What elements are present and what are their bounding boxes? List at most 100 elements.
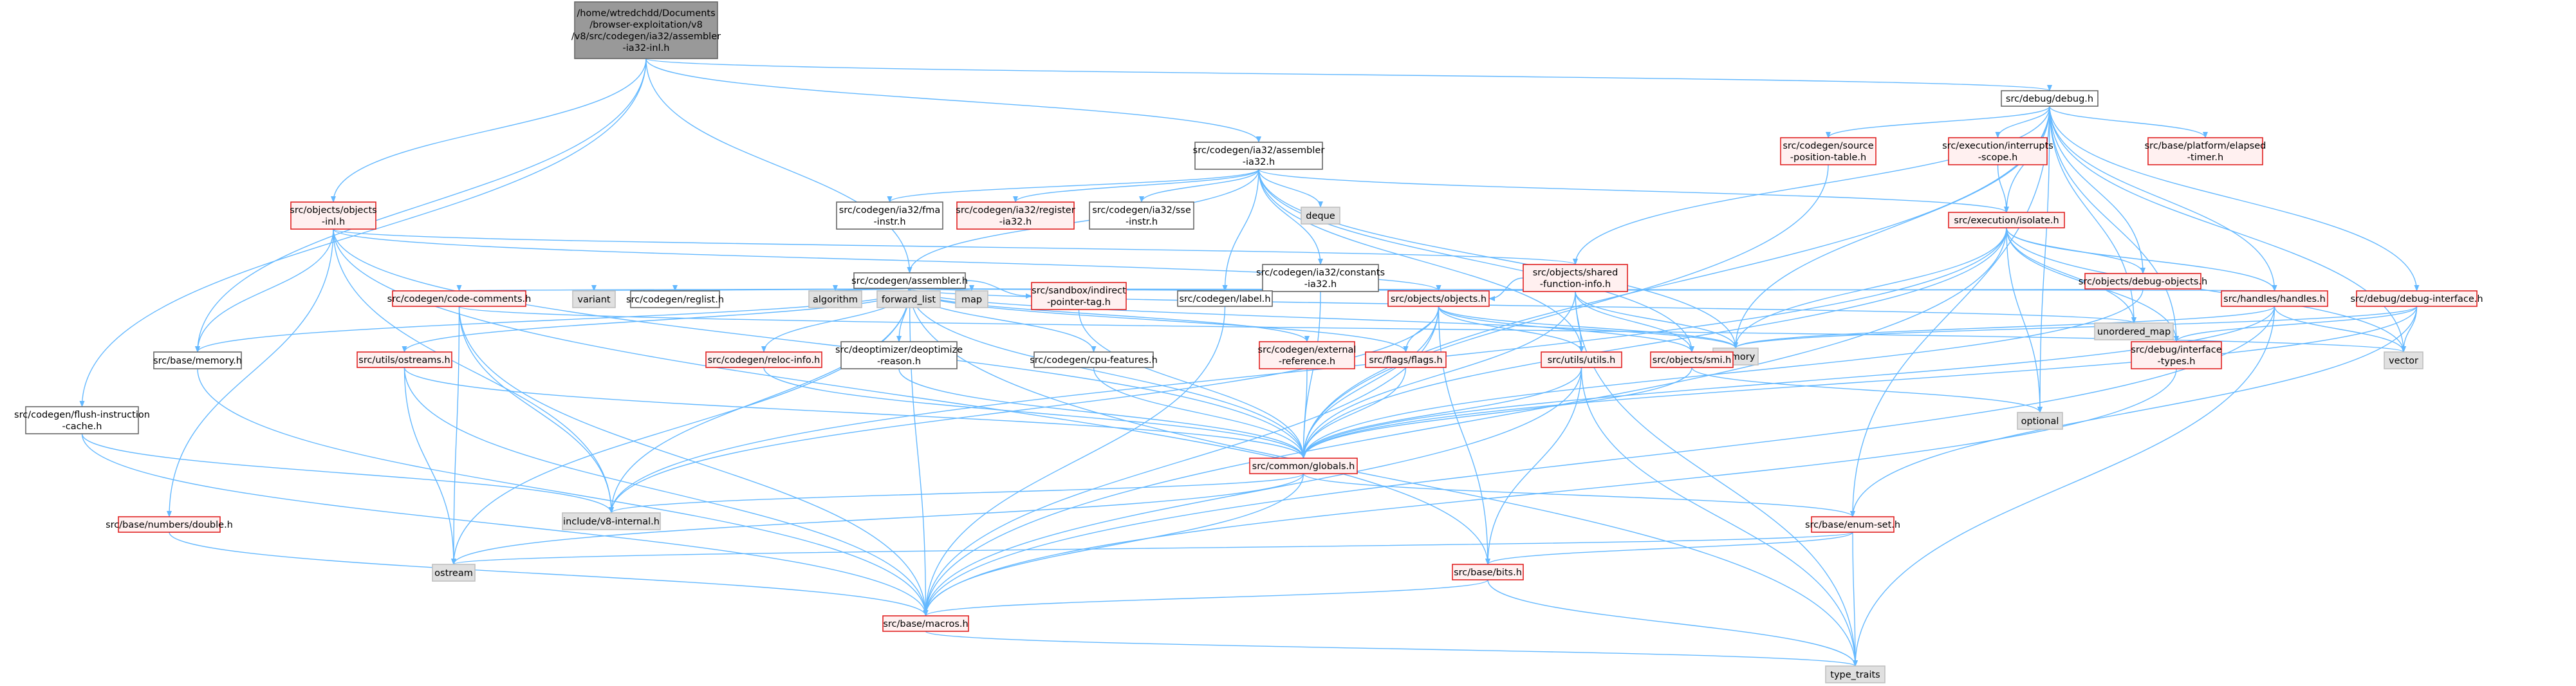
node-root[interactable]: /home/wtredchdd/Documents/browser-exploi…: [571, 1, 721, 59]
node-base-memory[interactable]: src/base/memory.h: [153, 351, 242, 369]
node-sse[interactable]: src/codegen/ia32/sse-instr.h: [1089, 201, 1194, 230]
edge-debug-to-enumset: [1850, 106, 2050, 517]
node-label: src/debug/debug.h: [2006, 94, 2093, 104]
edge-extref-to-globals: [1301, 368, 1308, 459]
node-flags[interactable]: src/flags/flags.h: [1365, 351, 1447, 368]
edge-interrupts-to-isolate: [1997, 164, 2009, 213]
node-label: -ia32.h: [999, 217, 1032, 227]
edge-deopt-to-globals: [898, 368, 1306, 459]
dependency-edges: [79, 58, 2420, 667]
node-label: src/objects/objects.h: [1391, 294, 1487, 304]
edge-globals-to-macros: [923, 473, 1304, 616]
node-unordered-map[interactable]: unordered_map: [2094, 322, 2174, 340]
node-box: [1365, 351, 1447, 368]
node-obj-inl[interactable]: src/objects/objects-inl.h: [290, 201, 377, 230]
node-smi[interactable]: src/objects/smi.h: [1650, 351, 1734, 368]
node-reg-ia32[interactable]: src/codegen/ia32/register-ia32.h: [956, 201, 1075, 230]
node-interrupts[interactable]: src/execution/interrupts-scope.h: [1942, 137, 2053, 165]
node-const-ia32[interactable]: src/codegen/ia32/constants-ia32.h: [1256, 264, 1385, 292]
node-ostream[interactable]: ostream: [432, 564, 476, 582]
edge-flags-to-globals: [1301, 367, 1407, 459]
edge-handles-to-vector: [2274, 306, 2406, 353]
node-optional[interactable]: optional: [2017, 412, 2063, 430]
node-asm-ia32[interactable]: src/codegen/ia32/assembler-ia32.h: [1193, 142, 1325, 170]
node-sfi[interactable]: src/objects/shared-function-info.h: [1523, 264, 1628, 292]
node-label: src/base/macros.h: [883, 619, 968, 629]
edge-bits-to-macros: [923, 579, 1488, 616]
edge-obj_inl-to-double: [167, 228, 334, 517]
node-objects[interactable]: src/objects/objects.h: [1387, 290, 1490, 307]
node-label: /home/wtredchdd/Documents: [577, 8, 715, 19]
edge-objects-to-macros: [923, 306, 1440, 616]
node-box: [1452, 564, 1524, 580]
node-debug-obj[interactable]: src/objects/debug-objects.h: [2079, 273, 2207, 290]
node-ostreams[interactable]: src/utils/ostreams.h: [357, 351, 452, 368]
node-map[interactable]: map: [955, 290, 988, 308]
node-macros[interactable]: src/base/macros.h: [882, 615, 969, 632]
node-label: src/utils/utils.h: [1548, 355, 1616, 366]
node-enumset[interactable]: src/base/enum-set.h: [1805, 516, 1900, 533]
node-reglist[interactable]: src/codegen/reglist.h: [626, 290, 724, 308]
node-label: src/codegen/source: [1783, 141, 1873, 151]
node-label[interactable]: src/codegen/label.h: [1177, 290, 1273, 307]
node-src-pos[interactable]: src/codegen/source-position-table.h: [1780, 137, 1876, 165]
node-assembler[interactable]: src/codegen/assembler.h: [851, 272, 968, 289]
node-type-traits[interactable]: type_traits: [1825, 665, 1886, 683]
node-debug[interactable]: src/debug/debug.h: [2001, 90, 2099, 107]
edge-isolate-to-v8internal: [609, 227, 2007, 514]
node-fma[interactable]: src/codegen/ia32/fma-instr.h: [836, 201, 943, 230]
edge-const_ia32-to-globals: [1301, 291, 1321, 459]
edge-objects-to-memory: [1438, 306, 1738, 349]
node-box: [840, 341, 958, 369]
node-label: map: [961, 295, 982, 305]
node-elapsed[interactable]: src/base/platform/elapsed-timer.h: [2145, 137, 2266, 165]
edge-root-to-obj_inl: [331, 58, 647, 203]
node-double[interactable]: src/base/numbers/double.h: [106, 516, 233, 533]
node-box: [2384, 351, 2423, 369]
node-label: deque: [1306, 211, 1335, 221]
node-cpu[interactable]: src/codegen/cpu-features.h: [1030, 351, 1158, 368]
node-variant[interactable]: variant: [572, 290, 616, 308]
node-box: [2017, 412, 2063, 430]
edge-utils-to-globals: [1301, 367, 1582, 459]
edge-ostreams-to-globals: [403, 367, 1306, 459]
node-debug-iface[interactable]: src/debug/debug-interface.h: [2350, 290, 2483, 307]
node-globals[interactable]: src/common/globals.h: [1249, 458, 1358, 474]
node-isolate[interactable]: src/execution/isolate.h: [1948, 212, 2065, 228]
edge-handles-to-globals: [1301, 306, 2275, 459]
node-label: src/codegen/reglist.h: [626, 295, 724, 305]
node-label: include/v8-internal.h: [563, 517, 660, 527]
edge-flush-to-macros: [81, 433, 929, 616]
node-label: -reason.h: [877, 357, 921, 367]
node-label: src/codegen/ia32/fma: [839, 205, 941, 216]
edge-debug-to-sfi: [1573, 106, 2050, 265]
edge-sfi-to-smi: [1575, 291, 1694, 353]
node-vector[interactable]: vector: [2384, 351, 2423, 369]
edge-asm_ia32-to-assembler: [907, 169, 1259, 273]
node-v8internal[interactable]: include/v8-internal.h: [562, 512, 661, 530]
node-label: -cache.h: [62, 422, 102, 432]
node-reloc[interactable]: src/codegen/reloc-info.h: [705, 351, 822, 368]
edge-globals-to-ostream: [451, 473, 1304, 565]
node-box: [956, 201, 1075, 230]
node-deopt[interactable]: src/deoptimizer/deoptimize-reason.h: [835, 341, 963, 369]
edge-code_comments-to-v8internal: [458, 306, 614, 514]
node-extref[interactable]: src/codegen/external-reference.h: [1258, 341, 1357, 369]
node-flush[interactable]: src/codegen/flush-instruction-cache.h: [14, 406, 150, 434]
node-utils[interactable]: src/utils/utils.h: [1541, 351, 1622, 368]
edge-sfi-to-memory: [1575, 291, 1738, 349]
node-deque[interactable]: deque: [1301, 207, 1340, 225]
node-box: [882, 615, 969, 632]
node-box: [2221, 290, 2328, 307]
node-sandbox[interactable]: src/sandbox/indirect-pointer-tag.h: [1031, 282, 1127, 310]
edge-objects-to-utils: [1438, 306, 1584, 353]
node-bits[interactable]: src/base/bits.h: [1452, 564, 1524, 580]
node-algorithm[interactable]: algorithm: [808, 290, 862, 308]
edge-objects-to-v8internal: [609, 306, 1440, 514]
node-dbg-types[interactable]: src/debug/interface-types.h: [2131, 341, 2222, 369]
node-forward-list[interactable]: forward_list: [876, 290, 941, 308]
edge-label-to-macros: [923, 306, 1226, 616]
node-handles[interactable]: src/handles/handles.h: [2221, 290, 2328, 307]
node-code-comments[interactable]: src/codegen/code-comments.h: [387, 290, 532, 307]
